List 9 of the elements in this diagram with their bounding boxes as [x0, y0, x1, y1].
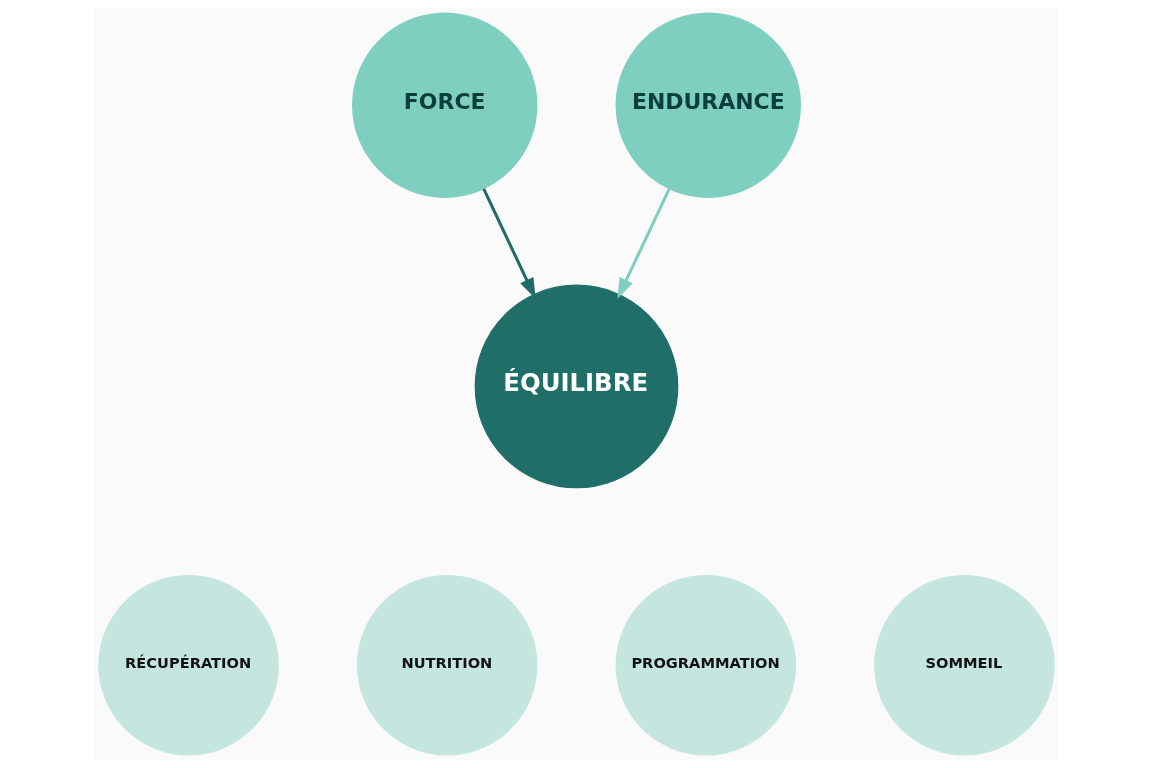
arrow — [616, 188, 671, 299]
node-circle: RÉCUPÉRATION — [97, 574, 279, 756]
arrow — [481, 188, 536, 299]
node-circle: FORCE — [351, 12, 537, 198]
node-circle: PROGRAMMATION — [615, 574, 796, 756]
node-circle: SOMMEIL — [873, 574, 1055, 756]
node-circle: ÉQUILIBRE — [474, 284, 678, 489]
node-circle: NUTRITION — [356, 574, 537, 756]
node-circle: ENDURANCE — [615, 12, 801, 198]
